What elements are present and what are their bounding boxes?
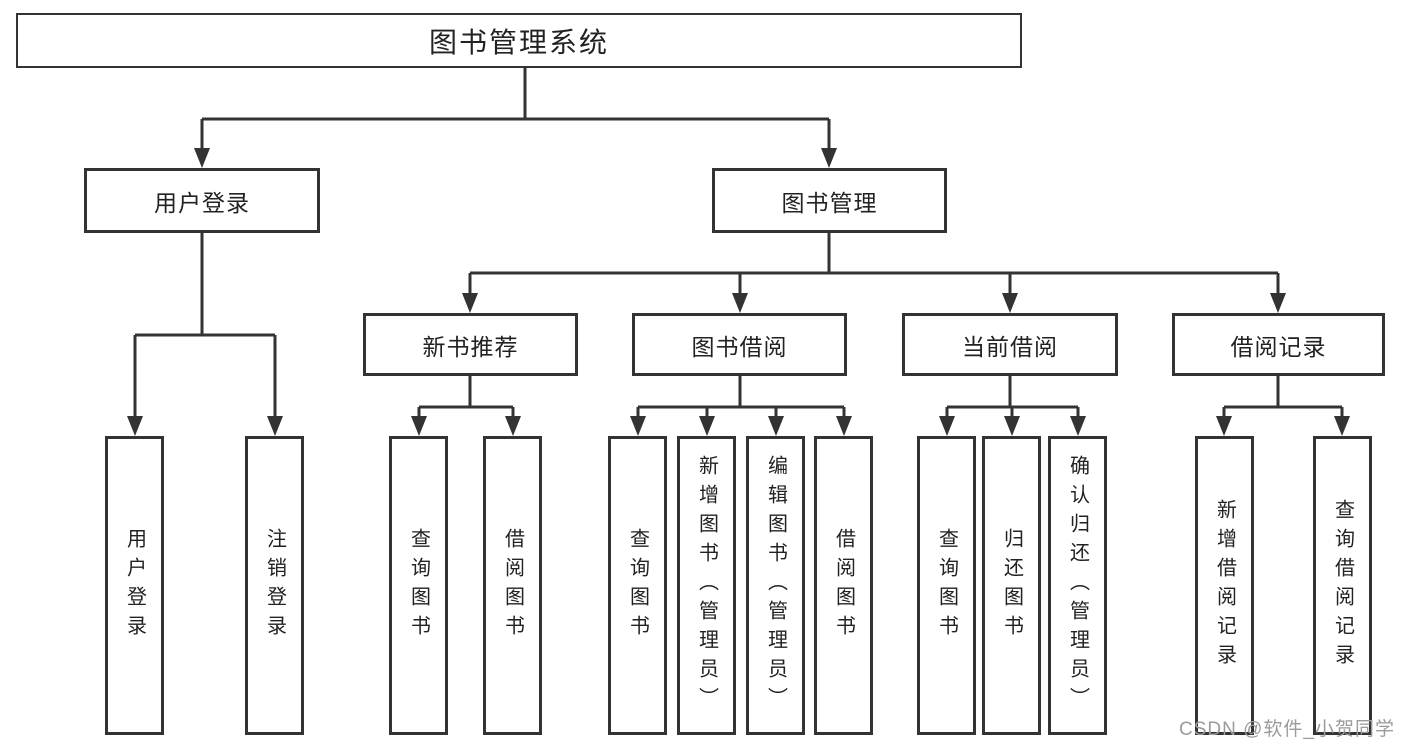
node-label: 图书管理 [781,189,878,216]
leaf-return-book: 归还图书 [982,436,1041,735]
node-label: 借阅图书 [501,527,524,644]
leaf-user-login: 用户登录 [105,436,164,735]
leaf-confirm-return-admin: 确认归还（管理员） [1048,436,1107,735]
node-label: 注销登录 [263,527,286,644]
csdn-watermark: CSDN @软件_小贺同学 [1179,719,1395,740]
node-label: 图书借阅 [691,333,788,360]
node-label: 归还图书 [1000,527,1023,644]
node-label: 借阅记录 [1230,333,1327,360]
leaf-current-query-book: 查询图书 [917,436,976,735]
node-label: 新增图书（管理员） [695,455,718,716]
node-label: 查询图书 [626,527,649,644]
leaf-add-book-admin: 新增图书（管理员） [677,436,736,735]
leaf-query-borrow-record: 查询借阅记录 [1313,436,1372,735]
node-borrow-records: 借阅记录 [1172,313,1385,376]
node-label: 当前借阅 [962,333,1058,360]
node-book-management: 图书管理 [712,168,947,233]
node-label: 借阅图书 [832,527,855,644]
node-label: 查询图书 [935,527,958,644]
node-label: 确认归还（管理员） [1066,455,1089,716]
node-label: 新书推荐 [422,333,519,360]
node-current-borrow: 当前借阅 [902,313,1118,376]
node-new-book-recommend: 新书推荐 [363,313,578,376]
node-label: 新增借阅记录 [1213,498,1236,673]
leaf-logout: 注销登录 [245,436,304,735]
node-book-borrow: 图书借阅 [632,313,847,376]
node-library-management-system: 图书管理系统 [16,13,1022,68]
leaf-borrow-book: 借阅图书 [814,436,873,735]
node-label: 编辑图书（管理员） [764,455,787,716]
leaf-newrec-borrow-book: 借阅图书 [483,436,542,735]
node-label: 图书管理系统 [428,26,609,58]
leaf-edit-book-admin: 编辑图书（管理员） [746,436,805,735]
node-label: 用户登录 [154,189,250,216]
leaf-newrec-query-book: 查询图书 [389,436,448,735]
node-user-login: 用户登录 [84,168,320,233]
leaf-add-borrow-record: 新增借阅记录 [1195,436,1254,735]
node-label: 用户登录 [123,527,146,644]
node-label: 查询借阅记录 [1331,498,1354,673]
node-label: 查询图书 [407,527,430,644]
leaf-borrow-query-book: 查询图书 [608,436,667,735]
